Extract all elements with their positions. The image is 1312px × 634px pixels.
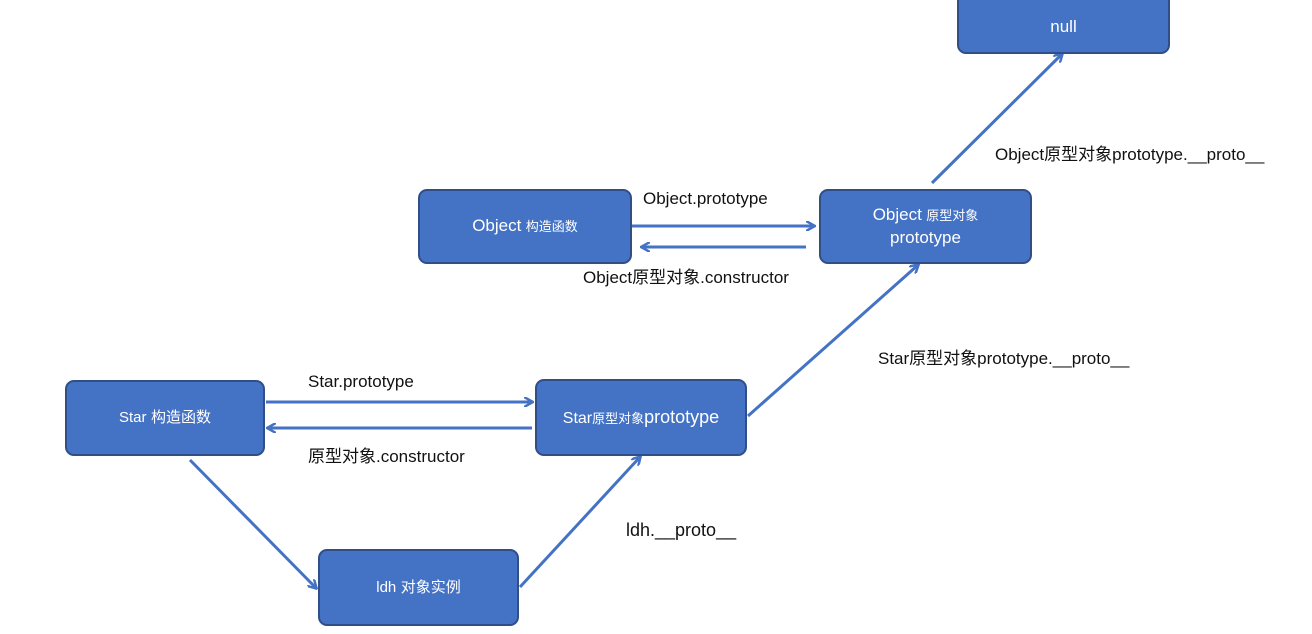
label-ldh-proto: ldh.__proto__ (626, 520, 737, 540)
object-prototype-main: Object (872, 204, 922, 224)
star-prototype-tail: prototype (644, 406, 720, 427)
label-object-constructor: Object原型对象.constructor (583, 268, 789, 287)
label-star-prototype: Star.prototype (308, 372, 414, 391)
null-node-label: null (1050, 16, 1077, 36)
object-constructor-node: Object 构造函数 (418, 189, 632, 264)
object-constructor-sub: 构造函数 (525, 219, 578, 235)
star-constructor-sub: 构造函数 (150, 409, 211, 427)
ldh-instance-main: ldh (376, 578, 397, 596)
object-prototype-sub: 原型对象 (926, 207, 979, 223)
star-constructor-main: Star (119, 409, 147, 427)
ldh-instance-node: ldh 对象实例 (318, 549, 519, 626)
label-star-constructor: 原型对象.constructor (308, 447, 465, 466)
star-prototype-node: Star原型对象prototype (535, 379, 747, 456)
object-prototype-line2: prototype (890, 228, 961, 247)
ldh-instance-sub: 对象实例 (400, 578, 461, 596)
object-constructor-main: Object (472, 216, 522, 236)
arrow-star-ctor-to-ldh (188, 458, 316, 588)
arrow-ldh-proto (518, 457, 640, 589)
arrow-star-proto-to-object-proto (747, 265, 918, 418)
object-prototype-node: Object 原型对象 prototype (819, 189, 1032, 264)
star-prototype-sub: 原型对象 (592, 410, 645, 426)
label-object-proto-to-null: Object原型对象prototype.__proto__ (995, 145, 1265, 164)
label-star-proto-to-object: Star原型对象prototype.__proto__ (878, 349, 1130, 368)
null-node: null (957, 0, 1170, 54)
star-prototype-main: Star (562, 409, 593, 427)
star-constructor-node: Star 构造函数 (65, 380, 265, 456)
arrow-object-proto-to-null (930, 54, 1062, 185)
label-object-prototype: Object.prototype (643, 189, 768, 208)
